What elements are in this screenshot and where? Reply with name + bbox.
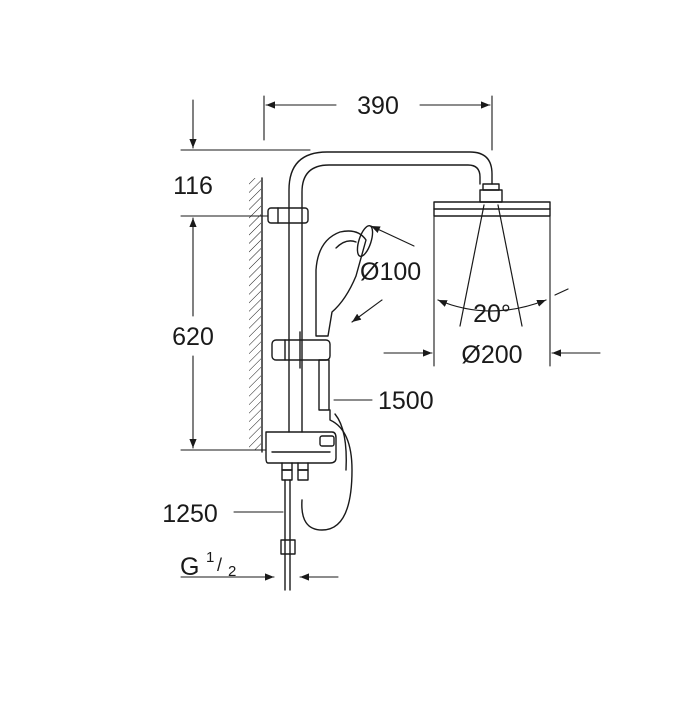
- head-shower: [433, 183, 551, 217]
- wall: [249, 177, 263, 453]
- label-hand-shower-diameter: Ø100: [360, 258, 421, 286]
- dim-390: [263, 95, 493, 151]
- riser-pipe: [288, 151, 493, 433]
- spray-angle-lines: [437, 204, 569, 327]
- slider-bracket: [271, 331, 331, 369]
- dim-620: [180, 217, 267, 451]
- label-thread-slash: /: [217, 555, 222, 575]
- label-thread-den: 2: [228, 563, 236, 580]
- label-spray-angle: 20°: [473, 300, 511, 328]
- label-top-offset: 116: [173, 172, 213, 200]
- leader-hand-shower-diameter: [351, 225, 415, 323]
- label-pipe-length: 1250: [162, 500, 218, 528]
- hand-shower: [315, 224, 374, 337]
- diverter-body: [265, 431, 337, 464]
- label-thread: G: [180, 553, 199, 581]
- dim-116: [180, 99, 311, 217]
- label-hose-length: 1500: [378, 387, 434, 415]
- shower-hose: [301, 409, 353, 531]
- label-width: 390: [357, 92, 399, 120]
- label-thread-num: 1: [206, 549, 214, 566]
- inlet-connectors: [280, 462, 309, 591]
- label-head-diameter: Ø200: [461, 341, 522, 369]
- hose-drop: [318, 359, 330, 411]
- label-rail-height: 620: [172, 323, 214, 351]
- dim-200: [383, 215, 601, 367]
